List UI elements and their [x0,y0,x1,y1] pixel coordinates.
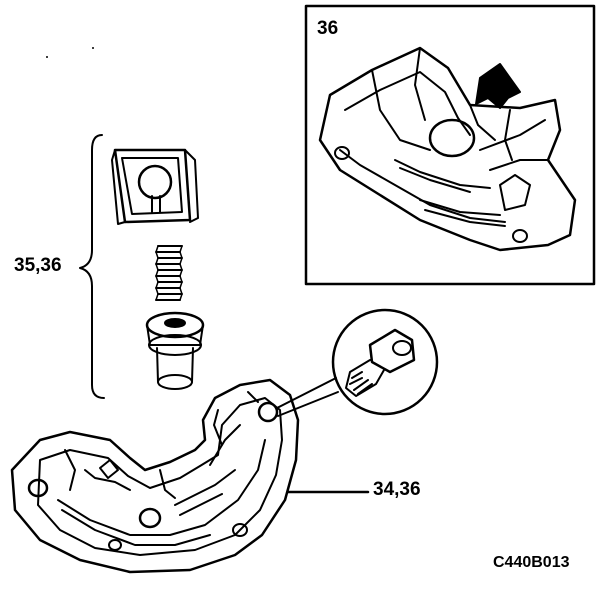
figure-code-label: C440B013 [493,554,570,571]
bolt-leader-line-2 [278,392,338,416]
leader-callout-label: 34,36 [373,479,421,500]
main-bracket [12,380,298,572]
retainer-clip [112,150,198,224]
spring [156,246,182,300]
bolt-leader-line-1 [277,378,336,408]
inset-detail [306,6,594,284]
plunger [147,313,203,389]
callout-bracket [80,135,104,398]
bolt [346,330,414,396]
scan-dot [92,47,94,49]
inset-frame [306,6,594,284]
bolt-detail [333,310,437,414]
inset-arrow [476,64,520,108]
scan-dot [46,56,48,58]
inset-number-label: 36 [317,18,339,39]
bracket-callout-label: 35,36 [14,255,62,276]
inset-bracket [320,48,575,250]
